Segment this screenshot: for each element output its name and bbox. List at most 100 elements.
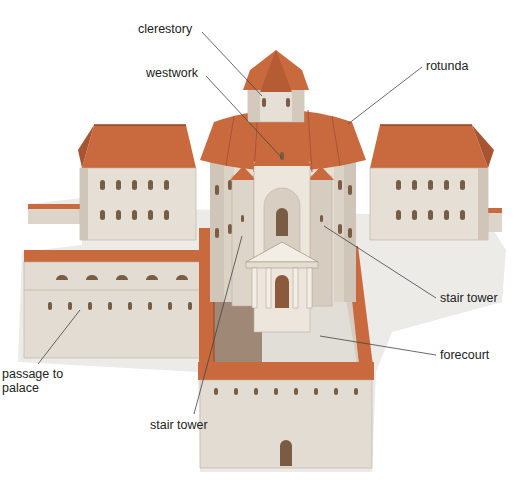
window [444, 210, 449, 220]
window [444, 180, 449, 190]
portal-entablature [246, 262, 318, 268]
wall [200, 380, 372, 468]
drum-roof-facet [260, 50, 292, 92]
wall [80, 168, 196, 240]
lunette [146, 275, 158, 280]
part-label: stair tower [150, 418, 208, 432]
left-wall [28, 204, 84, 224]
window [254, 388, 258, 395]
windows [396, 180, 465, 220]
window [274, 388, 278, 395]
part-label: passage to palace [2, 367, 66, 395]
window [215, 228, 219, 238]
stair-tower-roof [308, 166, 334, 180]
window [354, 388, 358, 395]
wall-face [486, 212, 502, 232]
window [116, 210, 121, 220]
window [148, 302, 152, 310]
window [320, 215, 323, 222]
window [412, 180, 417, 190]
window [100, 180, 105, 190]
portal-column [307, 268, 312, 308]
window [164, 180, 169, 190]
wall-band [24, 290, 214, 291]
leader-line [320, 336, 436, 355]
wall [370, 168, 488, 240]
roof [82, 125, 196, 168]
right-wall [486, 208, 502, 232]
window [428, 180, 433, 190]
window [116, 180, 121, 190]
window [132, 210, 137, 220]
window [188, 302, 192, 310]
window [228, 224, 232, 234]
window [108, 302, 112, 310]
portal-column [293, 268, 298, 308]
drum-shade [248, 88, 260, 122]
westwork [246, 142, 318, 332]
stair-tower-right [310, 176, 332, 306]
window [88, 302, 92, 310]
left-building [78, 125, 196, 240]
window [348, 228, 352, 238]
part-label: clerestory [138, 22, 192, 36]
leader-line [206, 76, 282, 158]
window [68, 302, 72, 310]
wall-cap [486, 208, 502, 213]
part-label: stair tower [440, 291, 498, 305]
window [334, 388, 338, 395]
lunette [56, 275, 68, 280]
window [241, 215, 244, 222]
window [460, 210, 465, 220]
passage-building [24, 250, 216, 358]
stair-tower-left [232, 176, 254, 306]
window [214, 388, 218, 395]
windows [214, 388, 358, 395]
door [280, 440, 292, 466]
westwork-window [276, 208, 288, 236]
window [338, 180, 342, 190]
wall-face [28, 208, 84, 224]
window [148, 210, 153, 220]
window [428, 210, 433, 220]
windows [48, 275, 192, 310]
window [262, 98, 266, 107]
facet-shade [344, 150, 356, 302]
lunette [176, 275, 188, 280]
leader-line [202, 32, 262, 96]
wall-cap [28, 204, 84, 209]
westwork-roof [250, 142, 314, 166]
roof [198, 362, 374, 380]
lunette [86, 275, 98, 280]
wall-shade [478, 168, 488, 240]
roof-ridge [94, 124, 186, 126]
stair-tower-roof [230, 166, 256, 180]
leader-line [194, 236, 242, 414]
leader-line [38, 310, 80, 364]
portal-pediment [246, 242, 318, 262]
part-label: rotunda [426, 59, 468, 73]
wall-shade [80, 168, 88, 240]
window [412, 210, 417, 220]
wall [24, 262, 214, 358]
drum-shade [292, 88, 304, 122]
facet-shade [334, 150, 344, 302]
part-label: westwork [146, 66, 198, 80]
window [234, 388, 238, 395]
roof [24, 250, 216, 262]
part-label: forecourt [440, 348, 489, 362]
roof-end [472, 125, 494, 168]
leader-line [348, 67, 422, 124]
window [396, 180, 401, 190]
window [314, 388, 318, 395]
window [128, 302, 132, 310]
roof-facet [332, 116, 340, 166]
facet-shade [210, 150, 224, 302]
window [396, 210, 401, 220]
window [294, 388, 298, 395]
portal-door [275, 275, 289, 308]
window [228, 180, 232, 190]
